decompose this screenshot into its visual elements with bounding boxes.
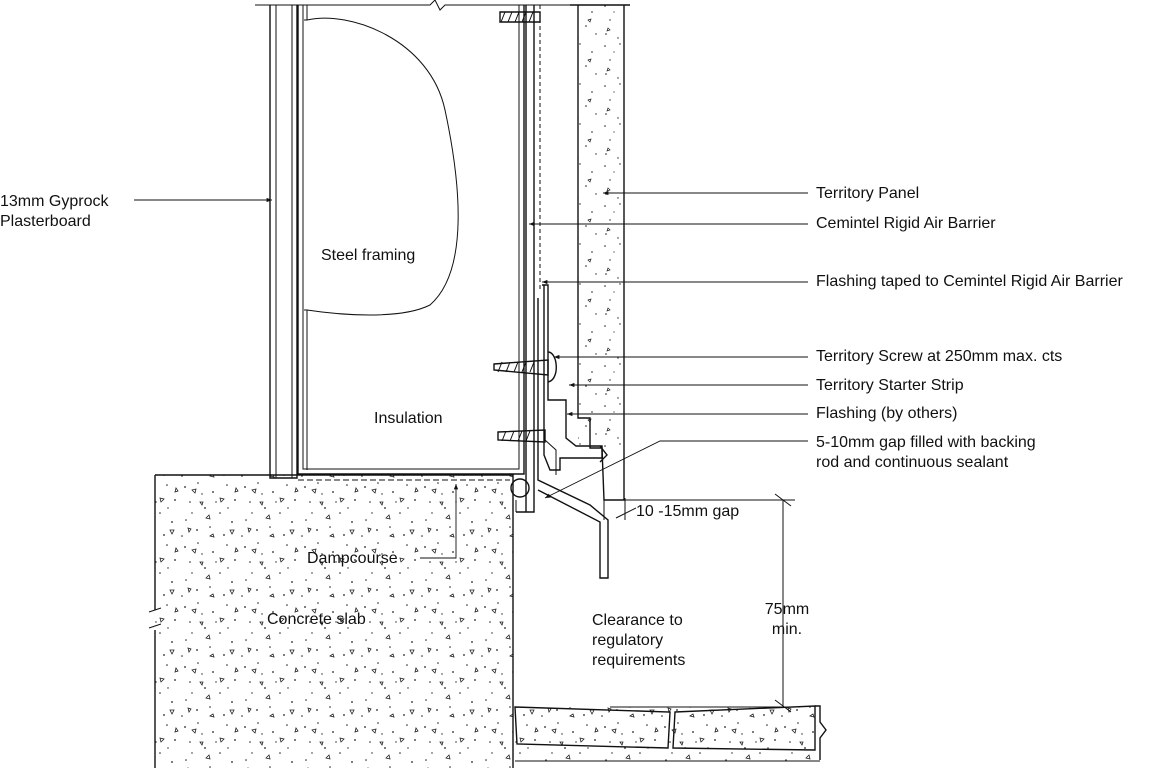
flashing bbox=[537, 298, 609, 579]
label-gap-sealant: 5-10mm gap filled with backing rod and c… bbox=[816, 434, 1036, 471]
label-plasterboard: 13mm Gyprock Plasterboard bbox=[0, 193, 109, 230]
dampcourse-leader bbox=[420, 484, 459, 559]
leader-lines bbox=[134, 190, 808, 499]
label-territory-panel: Territory Panel bbox=[816, 185, 920, 202]
starter-strip bbox=[542, 284, 608, 471]
top-break-line bbox=[255, 0, 630, 11]
ground-paving bbox=[514, 705, 827, 762]
label-clearance: Clearance to regulatory requirements bbox=[592, 612, 686, 669]
starter-screw bbox=[497, 429, 546, 443]
dimension-75mm bbox=[610, 493, 800, 713]
label-screw: Territory Screw at 250mm max. cts bbox=[816, 348, 1063, 365]
label-concrete-slab: Concrete slab bbox=[267, 611, 366, 628]
label-dampcourse: Dampcourse bbox=[307, 550, 398, 567]
air-barrier bbox=[515, 5, 541, 513]
backing-rod bbox=[510, 478, 530, 498]
label-air-barrier: Cemintel Rigid Air Barrier bbox=[816, 215, 996, 232]
label-starter-strip: Territory Starter Strip bbox=[816, 377, 964, 394]
label-dim-75: 75mm min. bbox=[764, 601, 810, 638]
label-insulation: Insulation bbox=[374, 410, 443, 427]
concrete-slab bbox=[148, 474, 514, 768]
territory-screw bbox=[493, 351, 557, 383]
label-steel-framing: Steel framing bbox=[321, 247, 416, 264]
top-screw bbox=[499, 11, 541, 23]
label-flashing-others: Flashing (by others) bbox=[816, 405, 958, 422]
plasterboard bbox=[269, 5, 298, 479]
dimension-gap bbox=[603, 498, 795, 520]
steel-framing bbox=[297, 5, 525, 475]
territory-panel bbox=[570, 4, 630, 501]
insulation-edge bbox=[297, 400, 520, 475]
label-gap-10-15: 10 -15mm gap bbox=[636, 503, 740, 520]
label-flashing-taped: Flashing taped to Cemintel Rigid Air Bar… bbox=[816, 273, 1123, 290]
